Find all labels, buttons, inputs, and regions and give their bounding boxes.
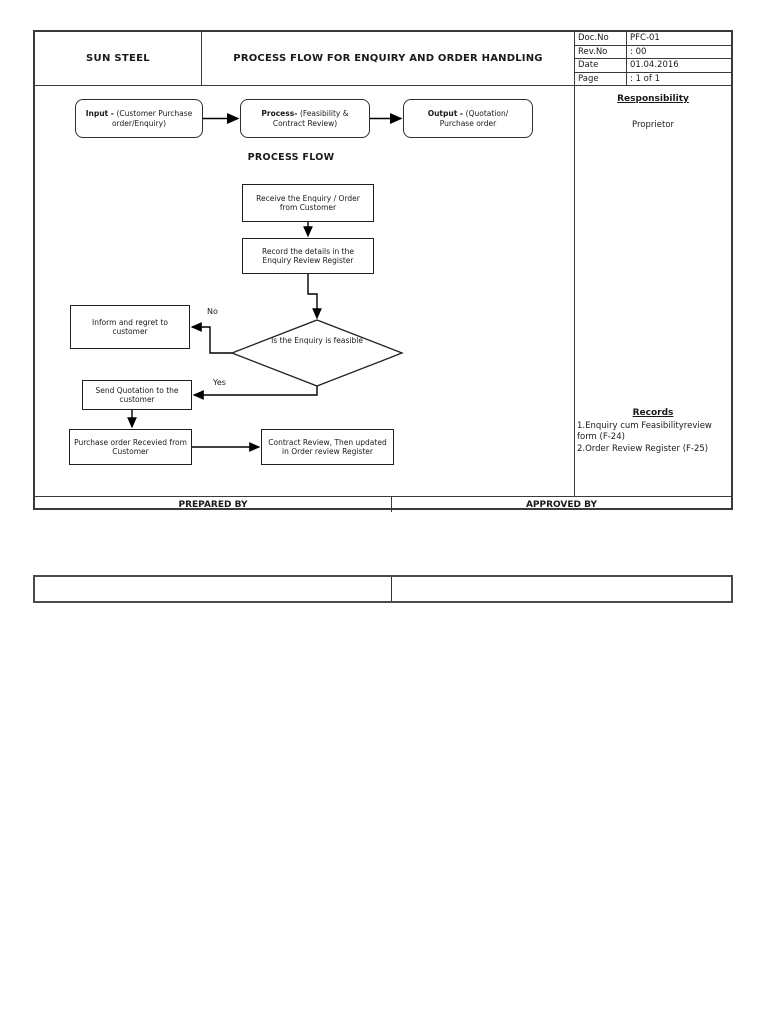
decision-no-label: No xyxy=(207,307,218,316)
input-box-label-bold: Input - xyxy=(85,108,117,118)
doc-info-row-docno: Doc.No PFC-01 xyxy=(575,32,731,46)
process-box-label-bold: Process- xyxy=(261,108,300,118)
step-contract-review: Contract Review, Then updated in Order r… xyxy=(261,429,394,465)
doc-no-value: PFC-01 xyxy=(630,33,660,44)
output-box-label: (Quotation/ Purchase order xyxy=(439,108,509,128)
doc-info-row-page: Page : 1 of 1 xyxy=(575,72,731,86)
output-box-label-bold: Output - xyxy=(427,108,466,118)
doc-no-label: Doc.No xyxy=(575,32,627,45)
doc-info-row-revno: Rev.No : 00 xyxy=(575,45,731,59)
input-box: Input - (Customer Purchase order/Enquiry… xyxy=(75,99,203,138)
approved-by-cell: APPROVED BY xyxy=(525,499,598,510)
step-purchase-order-received: Purchase order Recevied from Customer xyxy=(69,429,192,465)
date-label: Date xyxy=(575,59,627,72)
date-value: 01.04.2016 xyxy=(630,60,679,71)
step-send-quotation: Send Quotation to the customer xyxy=(82,380,192,410)
page-label: Page xyxy=(575,72,627,85)
records-item-2: 2.Order Review Register (F-25) xyxy=(577,443,709,454)
doc-info-row-date: Date 01.04.2016 xyxy=(575,59,731,73)
step-record-details: Record the details in the Enquiry Review… xyxy=(242,238,374,274)
prepared-by-cell: PREPARED BY xyxy=(35,497,392,512)
records-item-1: 1.Enquiry cum Feasibilityreview form (F-… xyxy=(577,421,712,443)
responsibility-value: Proprietor xyxy=(632,120,674,130)
process-box-label: (Feasibility & Contract Review) xyxy=(272,108,349,128)
process-flow-heading: PROCESS FLOW xyxy=(247,152,335,163)
responsibility-heading: Responsibility xyxy=(617,94,689,104)
output-box: Output - (Quotation/ Purchase order xyxy=(403,99,533,138)
empty-signature-cell-left xyxy=(35,577,392,601)
step-receive-enquiry: Receive the Enquiry / Order from Custome… xyxy=(242,184,374,222)
records-heading: Records xyxy=(632,408,674,418)
company-name: SUN STEEL xyxy=(35,32,202,86)
rev-no-label: Rev.No xyxy=(575,45,627,58)
process-flow-document-table: SUN STEEL PROCESS FLOW FOR ENQUIRY AND O… xyxy=(33,30,733,512)
page-value: : 1 of 1 xyxy=(630,73,660,84)
decision-is-enquiry-feasible: Is the Enquiry is feasible xyxy=(271,336,363,345)
flowchart-connectors xyxy=(127,112,404,452)
input-box-label: (Customer Purchase order/Enquiry) xyxy=(111,108,193,128)
signature-row: PREPARED BY APPROVED BY xyxy=(35,496,731,512)
decision-yes-label: Yes xyxy=(213,378,226,387)
process-box: Process- (Feasibility & Contract Review) xyxy=(240,99,370,138)
records-list: 1.Enquiry cum Feasibilityreview form (F-… xyxy=(577,421,729,455)
responsibility-column: Responsibility Proprietor Records 1.Enqu… xyxy=(575,86,731,496)
empty-signature-cell-right xyxy=(392,577,731,601)
doc-info-table: Doc.No PFC-01 Rev.No : 00 Date 01.04.201… xyxy=(575,32,731,86)
document-title: PROCESS FLOW FOR ENQUIRY AND ORDER HANDL… xyxy=(202,32,575,86)
empty-signature-table xyxy=(33,575,733,603)
rev-no-value: : 00 xyxy=(630,46,647,57)
flowchart-area: Input - (Customer Purchase order/Enquiry… xyxy=(35,86,575,496)
step-inform-regret: Inform and regret to customer xyxy=(70,305,190,349)
